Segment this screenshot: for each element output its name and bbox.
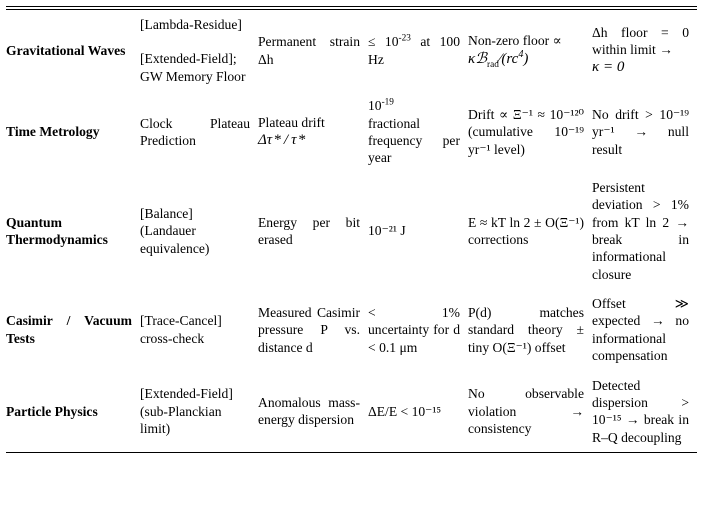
row-prediction: P(d) matches standard theory ± tiny O(Ξ⁻… — [468, 304, 584, 355]
row-observable: Energy per bit erased — [258, 214, 360, 247]
sensitivity-exponent: -23 — [398, 32, 411, 43]
row-sensitivity: ≤ 10-23 at 100 Hz — [368, 10, 468, 92]
row-observable: Anomalous mass-energy dispersion — [258, 370, 368, 454]
row-falsification: Detected dispersion > 10⁻¹⁵ → break in R… — [592, 370, 697, 454]
row-mechanism: [Balance] (Landauer equivalence) — [140, 205, 210, 256]
mechanism-line-2: [Extended-Field]; — [140, 51, 237, 67]
row-mechanism: [Trace-Cancel] cross-check — [140, 313, 222, 346]
row-falsification: Persistent deviation > 1% from kT ln 2 →… — [592, 179, 689, 282]
row-domain-label: Gravitational Waves — [6, 42, 126, 58]
sensitivity-exponent: -19 — [381, 96, 394, 107]
row-domain-label: Time Metrology — [6, 124, 100, 140]
sensitivity-value: ≤ 10-23 at 100 Hz — [368, 33, 460, 68]
row-falsification: Δh floor = 0 within limit → κ = 0 — [592, 10, 697, 92]
row-sensitivity: 10-19 fractional frequency per year — [368, 91, 468, 173]
falsifiability-matrix-table: Gravitational Waves [Lambda-Residue] [Ex… — [6, 6, 697, 454]
row-falsification: No drift > 10⁻¹⁹ yr⁻¹ → null result — [592, 106, 689, 157]
table-row: Quantum Thermodynamics [Balance] (Landau… — [6, 173, 697, 289]
row-prediction: No observable violation → consistency — [468, 370, 592, 454]
row-mechanism: Clock Plateau Prediction — [140, 115, 250, 148]
row-observable: Measured Casimir pressure P vs. distance… — [258, 304, 360, 355]
row-observable: Permanent strain Δh — [258, 34, 360, 67]
sensitivity-tail: fractional frequency per year — [368, 115, 460, 166]
row-domain-label: Quantum Thermodynamics — [6, 214, 108, 247]
sensitivity-value: 10-19 — [368, 97, 460, 114]
table-row: Particle Physics [Extended-Field] (sub-P… — [6, 370, 697, 454]
sensitivity-base: 10 — [368, 98, 382, 114]
row-sensitivity: 10⁻²¹ J — [368, 223, 406, 239]
mechanism-line-1: [Lambda-Residue] — [140, 17, 242, 32]
mechanism-line-3: GW Memory Floor — [140, 68, 246, 84]
row-prediction: E ≈ kT ln 2 ± O(Ξ⁻¹) corrections — [468, 214, 584, 247]
table-row: Time Metrology Clock Plateau Prediction … — [6, 91, 697, 173]
row-mechanism: [Lambda-Residue] [Extended-Field]; GW Me… — [140, 10, 258, 92]
document-page: Gravitational Waves [Lambda-Residue] [Ex… — [0, 6, 703, 521]
table-row: Gravitational Waves [Lambda-Residue] [Ex… — [6, 10, 697, 92]
top-rule-cell — [6, 6, 697, 10]
prediction-formula: κℬrad⁄(rc4) — [468, 49, 529, 71]
table-top-rule — [6, 6, 697, 10]
prediction-text: Non-zero floor ∝ — [468, 32, 562, 48]
sensitivity-tail: at 100 Hz — [368, 34, 460, 67]
row-prediction: Non-zero floor ∝ κℬrad⁄(rc4) — [468, 10, 592, 92]
row-domain-label: Particle Physics — [6, 370, 140, 454]
table-row: Casimir / Vacuum Tests [Trace-Cancel] cr… — [6, 289, 697, 371]
falsification-text: Δh floor = 0 within limit → — [592, 24, 689, 57]
row-sensitivity: < 1% uncertainty for d < 0.1 μm — [368, 304, 460, 355]
row-mechanism: [Extended-Field] (sub-Planckian limit) — [140, 370, 258, 454]
observable-text: Plateau drift — [258, 114, 325, 130]
row-falsification: Offset ≫ expected → no informational com… — [592, 296, 689, 364]
mechanism-spacer — [140, 33, 250, 50]
falsification-formula: κ = 0 — [592, 59, 625, 76]
row-sensitivity: ΔE/E < 10⁻¹⁵ — [368, 370, 468, 454]
table-body: Gravitational Waves [Lambda-Residue] [Ex… — [6, 10, 697, 454]
table-head — [6, 6, 697, 10]
row-observable: Plateau drift Δτ * / τ * — [258, 91, 368, 173]
row-domain-label: Casimir / Vacuum Tests — [6, 313, 132, 346]
row-prediction: Drift ∝ Ξ⁻¹ ≈ 10⁻¹²⁰ (cumulative 10⁻¹⁹ y… — [468, 106, 584, 157]
observable-formula: Δτ * / τ * — [258, 132, 306, 149]
sensitivity-base: ≤ 10 — [368, 34, 399, 50]
